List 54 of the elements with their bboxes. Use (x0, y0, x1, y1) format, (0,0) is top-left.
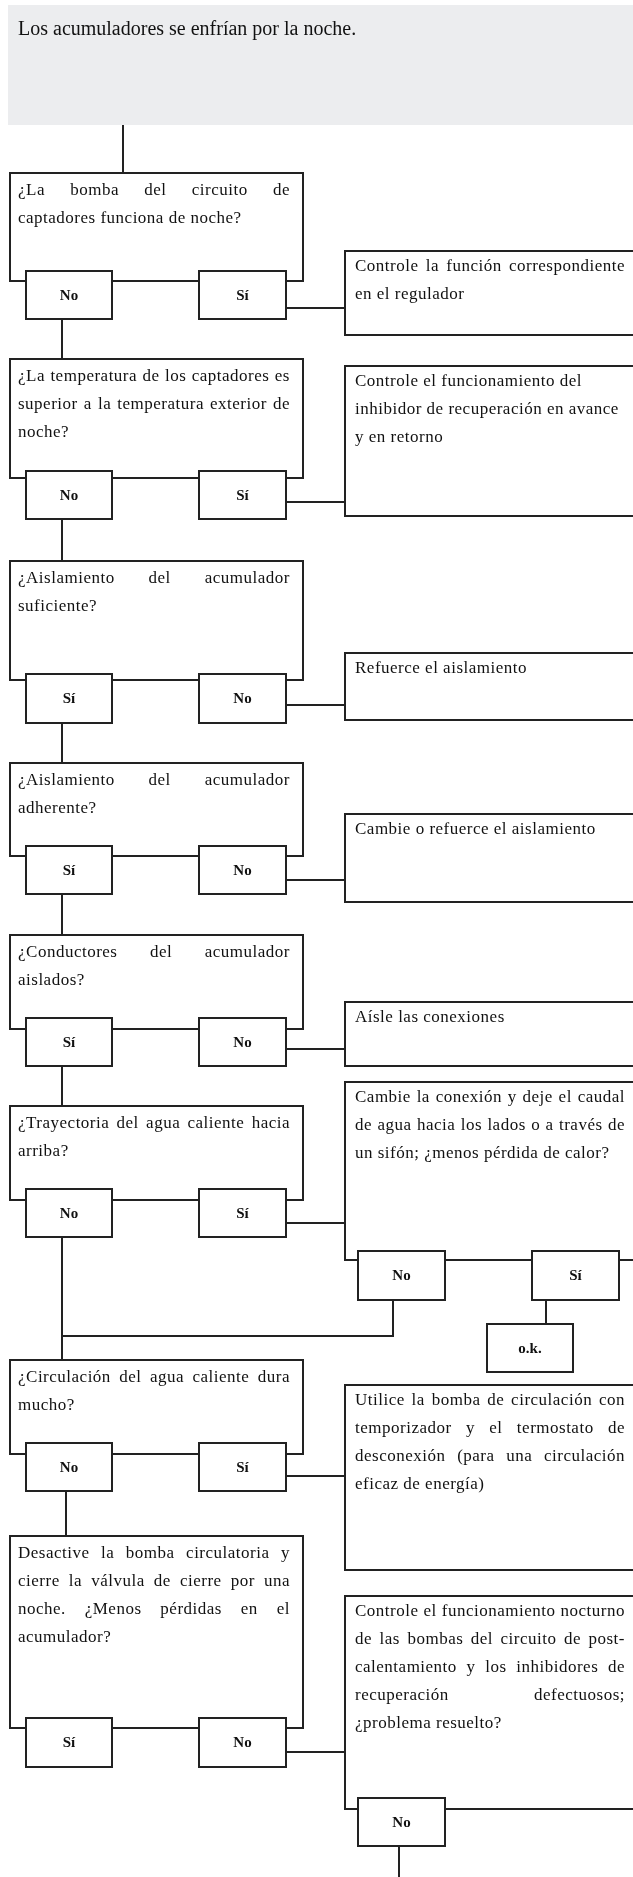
connector-line (286, 1048, 345, 1050)
question-box: ¿La bomba del circuito de captadores funciona de noche? (9, 172, 304, 282)
answer-box: No (198, 845, 287, 895)
connector-line (398, 1846, 400, 1877)
answer-box: Sí (25, 1717, 113, 1768)
answer-box: No (25, 270, 113, 320)
result-box: o.k. (486, 1323, 574, 1373)
answer-box: No (357, 1797, 446, 1847)
answer-box: Sí (198, 470, 287, 520)
action-box: Utilice la bomba de circulación con temporizador y el termostato de desconexión (para una circulación eficaz de energía) (344, 1384, 633, 1571)
connector-line (545, 1300, 547, 1324)
answer-box: Sí (198, 270, 287, 320)
question-box: ¿Aislamiento del acumulador adherente? (9, 762, 304, 857)
connector-line (286, 879, 345, 881)
answer-box: No (25, 470, 113, 520)
connector-line (61, 319, 63, 359)
action-box: Aísle las conexiones (344, 1001, 633, 1067)
connector-line (61, 723, 63, 763)
connector-line (61, 1066, 63, 1106)
action-box: Controle el funcionamiento nocturno de las bombas del circuito de post-calentamiento y los inhibidores de recuperación defectuosos; ¿problema resuelto? (344, 1595, 633, 1810)
action-box: Refuerce el aislamiento (344, 652, 633, 721)
connector-line (122, 124, 124, 173)
answer-box: Sí (25, 673, 113, 724)
action-box: Controle el funcionamiento del inhibidor de recuperación en avance y en retorno (344, 365, 633, 517)
connector-line (286, 704, 345, 706)
answer-box: Sí (25, 1017, 113, 1067)
question-box: Desactive la bomba circulatoria y cierre la válvula de cierre por una noche. ¿Menos pérdidas en el acumulador? (9, 1535, 304, 1729)
action-box: Cambie o refuerce el aislamiento (344, 813, 633, 903)
question-box: ¿Conductores del acumulador aislados? (9, 934, 304, 1030)
question-box: ¿Trayectoria del agua caliente hacia arriba? (9, 1105, 304, 1201)
connector-line (286, 1751, 345, 1753)
answer-box: Sí (198, 1188, 287, 1238)
answer-box: No (25, 1442, 113, 1492)
problem-banner: Los acumuladores se enfrían por la noche. (8, 5, 633, 125)
action-box: Controle la función correspondiente en el regulador (344, 250, 633, 336)
connector-line (286, 1475, 345, 1477)
answer-box: No (198, 673, 287, 724)
action-box: Cambie la conexión y deje el caudal de agua hacia los lados o a través de un sifón; ¿menos pérdida de calor? (344, 1081, 633, 1261)
answer-box: No (198, 1717, 287, 1768)
answer-box: Sí (198, 1442, 287, 1492)
question-box: ¿Circulación del agua caliente dura mucho? (9, 1359, 304, 1455)
connector-line (286, 307, 345, 309)
question-box: ¿La temperatura de los captadores es superior a la temperatura exterior de noche? (9, 358, 304, 479)
connector-line (286, 501, 345, 503)
answer-box: Sí (25, 845, 113, 895)
answer-box: No (25, 1188, 113, 1238)
connector-line (286, 1222, 345, 1224)
answer-box: No (198, 1017, 287, 1067)
connector-line (61, 894, 63, 935)
answer-box: Sí (531, 1250, 620, 1301)
question-box: ¿Aislamiento del acumulador suficiente? (9, 560, 304, 681)
answer-box: No (357, 1250, 446, 1301)
connector-line (61, 519, 63, 561)
connector-line (65, 1491, 67, 1536)
